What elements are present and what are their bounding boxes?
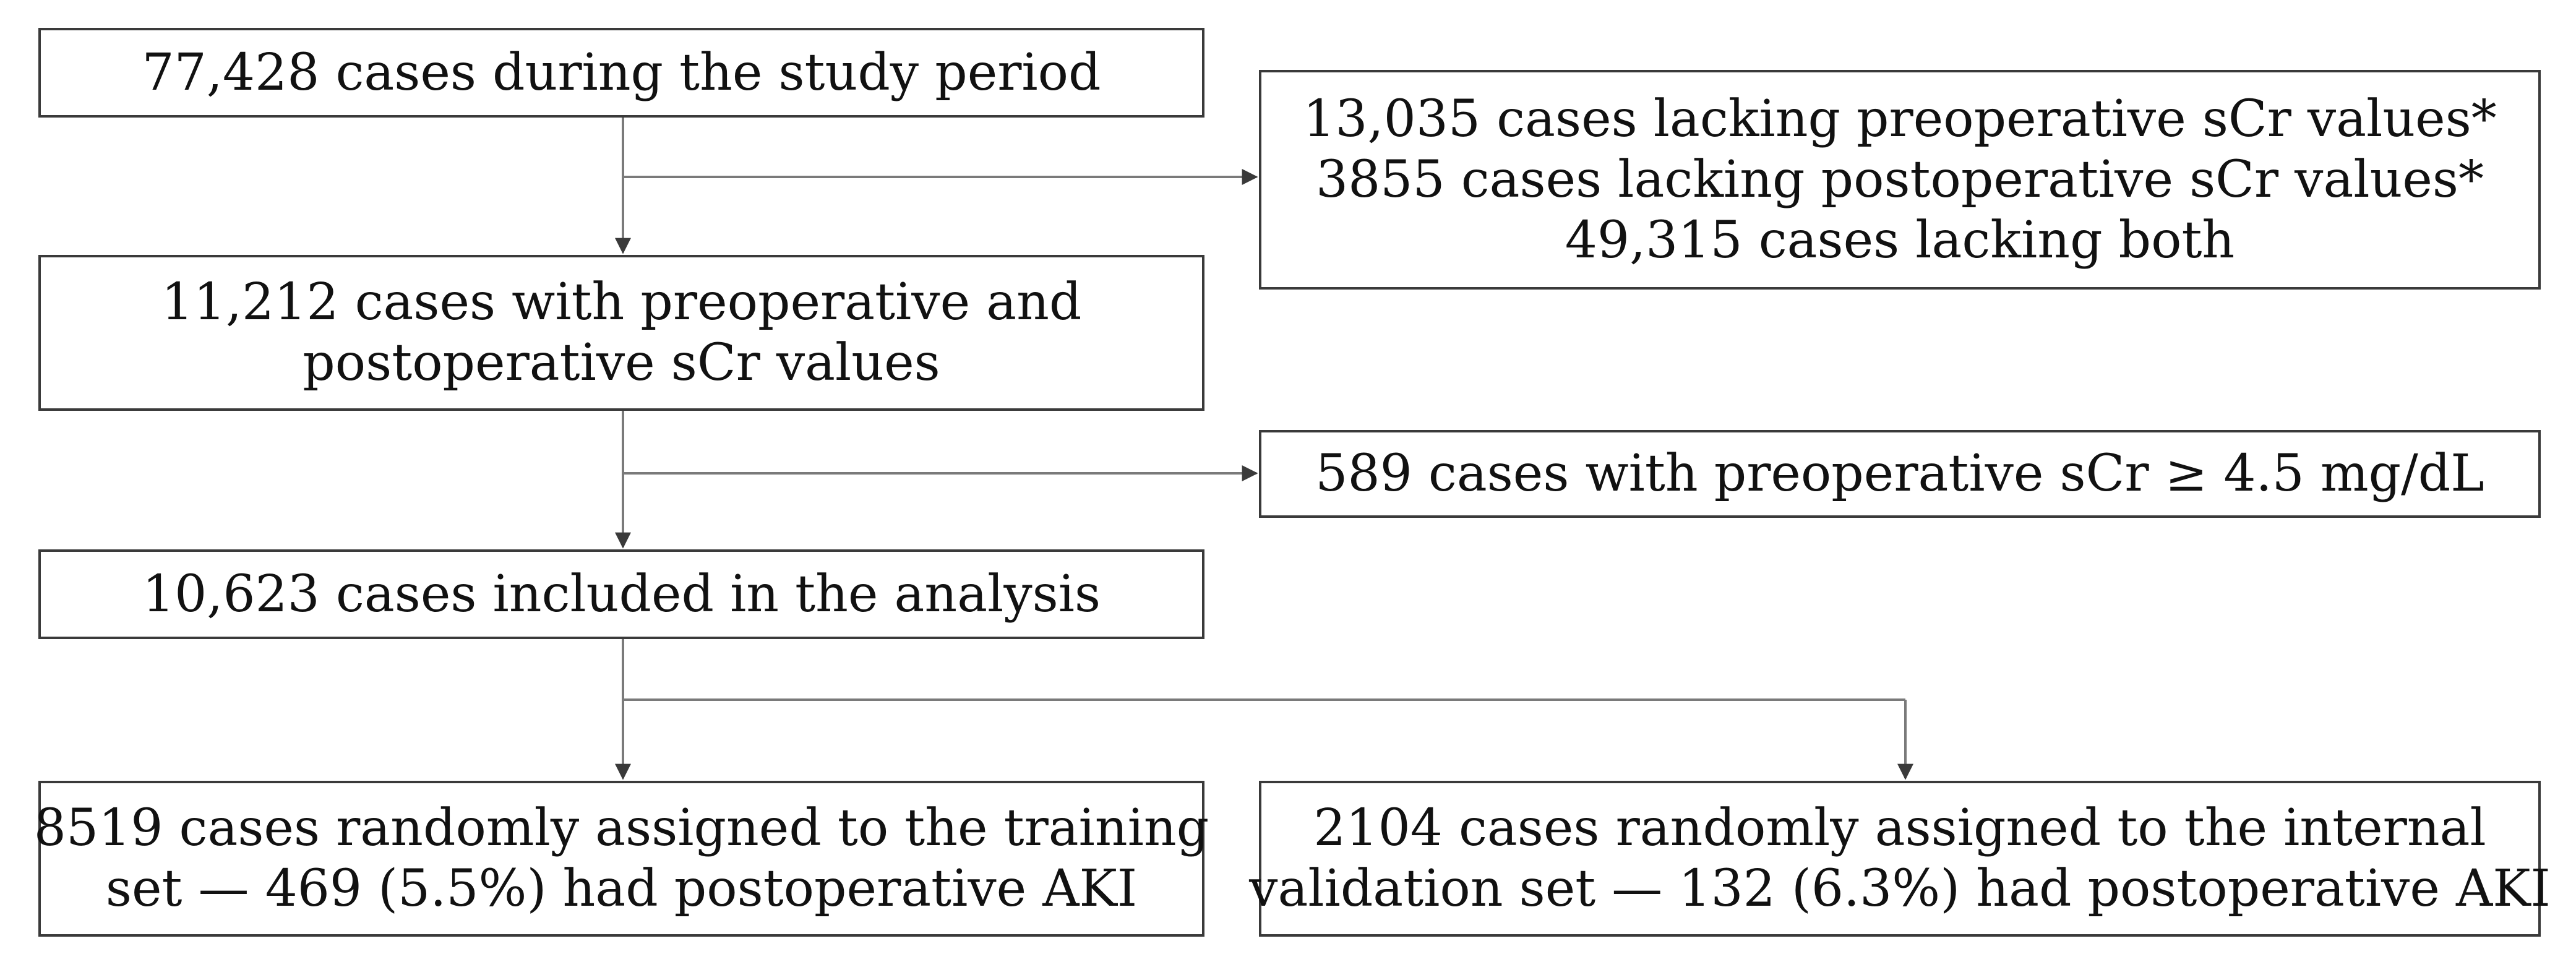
validation-set-box: 2104 cases randomly assigned to the inte… bbox=[1249, 781, 2551, 937]
box-text-line: 2104 cases randomly assigned to the inte… bbox=[1313, 799, 2486, 857]
box-text-line: 10,623 cases included in the analysis bbox=[142, 564, 1101, 624]
exclusion-high-scr-box: 589 cases with preoperative sCr ≥ 4.5 mg… bbox=[1259, 430, 2541, 518]
box-text-line: postoperative sCr values bbox=[303, 333, 940, 392]
total-cases-box: 77,428 cases during the study period bbox=[38, 28, 1204, 118]
box-text-line: 8519 cases randomly assigned to the trai… bbox=[33, 799, 1209, 857]
included-cases-box: 10,623 cases included in the analysis bbox=[38, 549, 1204, 639]
box-text-line: set — 469 (5.5%) had postoperative AKI bbox=[105, 859, 1138, 918]
box-text-line: 49,315 cases lacking both bbox=[1565, 210, 2235, 270]
box-text-line: validation set — 132 (6.3%) had postoper… bbox=[1249, 859, 2551, 918]
exclusion-missing-scr-box: 13,035 cases lacking preoperative sCr va… bbox=[1259, 70, 2541, 290]
training-set-box: 8519 cases randomly assigned to the trai… bbox=[34, 781, 1209, 937]
box-text-line: 11,212 cases with preoperative and bbox=[161, 273, 1082, 332]
box-text-line: 13,035 cases lacking preoperative sCr va… bbox=[1303, 89, 2497, 148]
box-text-line: 3855 cases lacking postoperative sCr val… bbox=[1315, 150, 2484, 209]
cases-with-both-scr-box: 11,212 cases with preoperative and posto… bbox=[38, 255, 1204, 411]
box-text-line: 589 cases with preoperative sCr ≥ 4.5 mg… bbox=[1315, 444, 2484, 503]
box-text-line: 77,428 cases during the study period bbox=[142, 43, 1101, 102]
